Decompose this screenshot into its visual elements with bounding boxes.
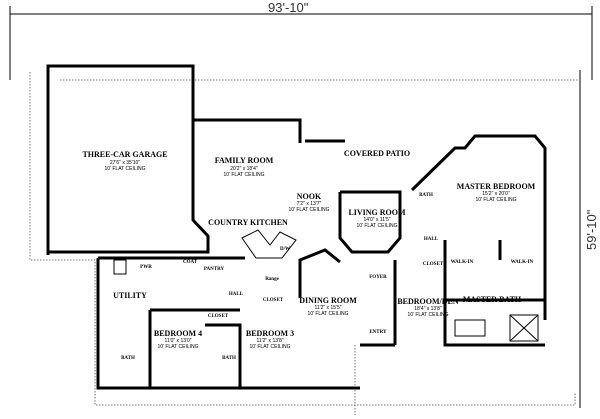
label-foyer: FOYER xyxy=(369,275,387,280)
room-dining: DINING ROOM 11'2" x 15'5" 10' FLAT CEILI… xyxy=(299,296,357,317)
label-walk-in: WALK-IN xyxy=(451,260,474,265)
label-range: Range xyxy=(265,277,279,282)
room-family: FAMILY ROOM 20'2" x 18'4" 10' FLAT CEILI… xyxy=(215,156,274,178)
room-name: NOOK xyxy=(297,192,322,201)
room-name: FAMILY ROOM xyxy=(215,156,274,165)
room-master-bath: MASTER BATH xyxy=(463,295,522,304)
label-closet: CLOSET xyxy=(208,314,229,319)
room-living: LIVING ROOM 14'0" x 11'5" 10' FLAT CEILI… xyxy=(348,208,406,229)
label-entry: ENTRY xyxy=(369,330,387,335)
room-garage: THREE-CAR GARAGE 27'6" x 35'10" 10' FLAT… xyxy=(82,150,167,172)
room-ceiling: 10' FLAT CEILING xyxy=(223,172,264,178)
width-label: 93'-10" xyxy=(268,0,309,15)
room-ceiling: 10' FLAT CEILING xyxy=(288,207,329,213)
label-closet: CLOSET xyxy=(263,298,284,303)
label-bath: BATH xyxy=(419,193,433,198)
label-hall: HALL xyxy=(424,237,439,242)
room-size: 14'0" x 11'5" xyxy=(363,217,390,223)
room-bedroom-3: BEDROOM 3 11'2" x 13'8" 10' FLAT CEILING xyxy=(246,329,294,350)
room-ceiling: 10' FLAT CEILING xyxy=(475,197,516,203)
room-size: 11'0" x 13'0" xyxy=(164,338,191,344)
label-closet: CLOSET xyxy=(423,262,444,267)
walls xyxy=(46,64,547,390)
room-name: COVERED PATIO xyxy=(344,149,410,158)
roof-outline xyxy=(29,72,580,415)
room-ceiling: 10' FLAT CEILING xyxy=(407,312,448,318)
toilet-fixture xyxy=(113,259,127,275)
label-dishwasher: D/W xyxy=(280,247,290,252)
label-bath: BATH xyxy=(121,356,135,361)
room-kitchen: COUNTRY KITCHEN xyxy=(208,218,288,227)
label-powder-room: PWR xyxy=(140,265,152,270)
room-name: MASTER BEDROOM xyxy=(457,182,536,191)
room-name: BEDROOM 3 xyxy=(246,329,294,338)
room-size: 15'2" x 20'0" xyxy=(482,191,510,197)
room-size: 7'2" x 13'7" xyxy=(297,201,322,207)
room-patio: COVERED PATIO xyxy=(344,149,410,158)
room-name: BEDROOM 4 xyxy=(154,329,202,338)
label-walk-in: WALK-IN xyxy=(511,260,534,265)
label-coat: COAT xyxy=(183,260,198,265)
room-bedroom-4: BEDROOM 4 11'0" x 13'0" 10' FLAT CEILING xyxy=(154,329,202,350)
label-hall: HALL xyxy=(229,292,244,297)
room-size: 18'4" x 13'8" xyxy=(414,306,442,312)
room-ceiling: 10' FLAT CEILING xyxy=(104,166,145,172)
room-size: 20'2" x 18'4" xyxy=(230,166,258,172)
kitchen-island xyxy=(241,229,297,259)
room-name: COUNTRY KITCHEN xyxy=(208,218,288,227)
room-size: 11'2" x 13'8" xyxy=(256,338,283,344)
bathtub xyxy=(454,319,486,337)
room-master-bedroom: MASTER BEDROOM 15'2" x 20'0" 10' FLAT CE… xyxy=(457,182,536,203)
room-name: DINING ROOM xyxy=(299,296,357,305)
shower xyxy=(509,314,539,342)
room-bedroom-den: BEDROOM/DEN 18'4" x 13'8" 10' FLAT CEILI… xyxy=(397,297,459,318)
label-bath: BATH xyxy=(222,356,236,361)
room-size: 11'2" x 15'5" xyxy=(314,305,341,311)
room-ceiling: 10' FLAT CEILING xyxy=(307,311,348,317)
room-name: THREE-CAR GARAGE xyxy=(82,150,167,159)
depth-label: 59'-10" xyxy=(584,209,599,250)
room-ceiling: 10' FLAT CEILING xyxy=(157,344,198,350)
room-ceiling: 10' FLAT CEILING xyxy=(249,344,290,350)
room-name: LIVING ROOM xyxy=(348,208,406,217)
room-size: 27'6" x 35'10" xyxy=(110,160,140,166)
small-labels: BATH BATH BATH PWR COAT PANTRY HALL HALL… xyxy=(121,193,534,361)
room-nook: NOOK 7'2" x 13'7" 10' FLAT CEILING xyxy=(288,192,329,213)
room-name: BEDROOM/DEN xyxy=(397,297,459,306)
label-pantry: PANTRY xyxy=(204,267,225,272)
room-ceiling: 10' FLAT CEILING xyxy=(356,223,397,229)
width-dimension: 93'-10" xyxy=(9,0,593,80)
room-utility: UTILITY xyxy=(113,291,147,300)
depth-dimension: 59'-10" xyxy=(579,70,599,408)
